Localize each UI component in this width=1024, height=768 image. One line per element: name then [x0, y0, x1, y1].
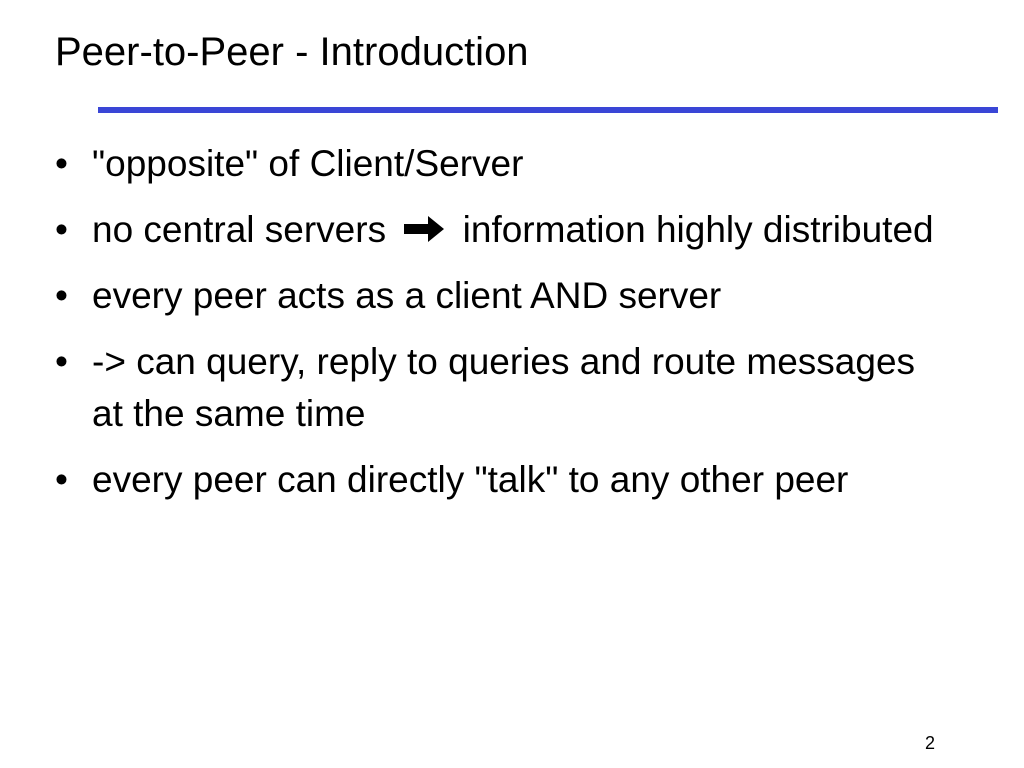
- right-arrow-icon: [404, 216, 445, 243]
- bullet-item-5: • every peer can directly "talk" to any …: [55, 454, 935, 506]
- bullet-marker: •: [55, 341, 68, 382]
- bullet-item-1: • "opposite" of Client/Server: [55, 138, 935, 190]
- bullet-text: no central servers: [92, 209, 387, 250]
- bullet-marker: •: [55, 209, 68, 250]
- bullet-item-3: • every peer acts as a client AND server: [55, 270, 935, 322]
- bullet-text: "opposite" of Client/Server: [92, 143, 524, 184]
- page-number: 2: [925, 733, 936, 753]
- bullet-text: every peer can directly "talk" to any ot…: [92, 459, 849, 500]
- bullet-text: -> can query, reply to queries and route…: [92, 341, 916, 434]
- bullet-marker: •: [55, 143, 68, 184]
- bullet-list: • "opposite" of Client/Server • no centr…: [55, 138, 935, 520]
- bullet-marker: •: [55, 459, 68, 500]
- bullet-item-4: • -> can query, reply to queries and rou…: [55, 336, 935, 440]
- bullet-text: every peer acts as a client AND server: [92, 275, 722, 316]
- bullet-text: information highly distributed: [462, 209, 934, 250]
- bullet-marker: •: [55, 275, 68, 316]
- title-underline: [98, 107, 998, 113]
- bullet-item-2: • no central servers information highly …: [55, 204, 935, 256]
- slide-title: Peer-to-Peer - Introduction: [55, 30, 529, 74]
